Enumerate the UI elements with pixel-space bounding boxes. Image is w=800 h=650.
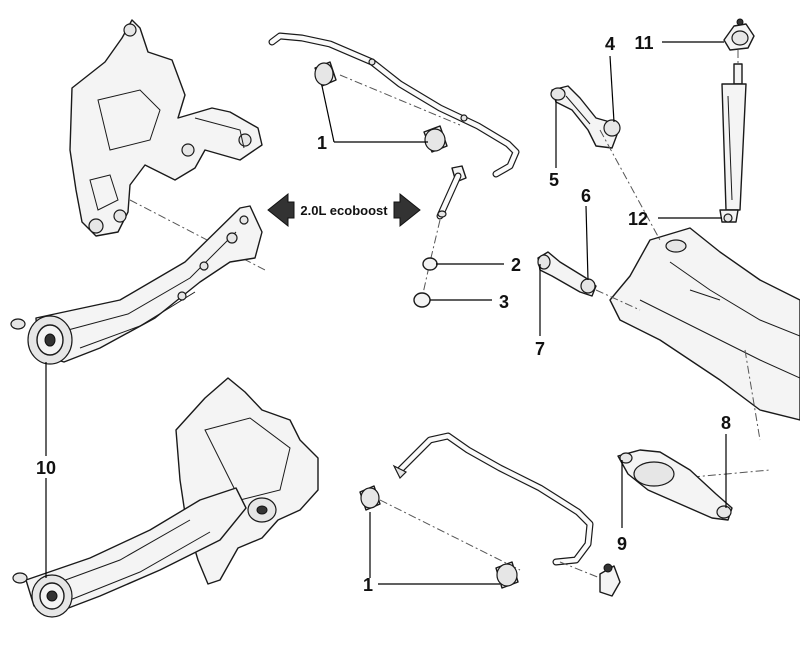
shock-mount-11	[723, 18, 755, 51]
lower-control-arm-6	[537, 251, 597, 297]
callout-7: 7	[535, 339, 545, 359]
callout-1-upper: 1	[317, 133, 327, 153]
engine-variant-note: 2.0L ecoboost	[267, 192, 421, 228]
callout-2: 2	[511, 255, 521, 275]
bush-1-upper-left	[314, 61, 337, 87]
bush-1-lower-right	[495, 561, 519, 589]
upper-control-arm	[550, 85, 621, 149]
bush-1-lower-left	[359, 485, 381, 511]
callout-4: 4	[605, 34, 615, 54]
engine-note-label: 2.0L ecoboost	[300, 203, 388, 218]
shock-absorber-12	[719, 50, 747, 223]
knuckle-lower-assembly	[12, 377, 319, 618]
bush-2	[422, 257, 438, 271]
ball-joint-9	[599, 563, 621, 597]
callout-11: 11	[634, 33, 653, 53]
callout-9: 9	[617, 534, 627, 554]
lower-spring-arm-8	[617, 449, 733, 521]
callout-5: 5	[549, 170, 559, 190]
rear-subframe	[595, 129, 800, 481]
left-arrow-icon	[267, 192, 295, 228]
callout-8: 8	[721, 413, 731, 433]
stabilizer-link	[421, 165, 467, 299]
callout-1-lower: 1	[363, 575, 373, 595]
leader-lines	[45, 41, 727, 585]
callout-6: 6	[581, 186, 591, 206]
callout-numbers: 1 2 3 4 5 6 7 8 9 10 11 12 1	[36, 33, 731, 595]
knuckle-upper	[69, 19, 266, 271]
stabilizer-bar-lower	[379, 432, 601, 579]
stabilizer-bar-upper	[268, 32, 520, 178]
callout-12: 12	[628, 209, 648, 229]
bush-1-upper-right	[423, 125, 448, 153]
bush-3	[413, 292, 431, 308]
trailing-arm-upper	[10, 205, 263, 365]
callout-10: 10	[36, 458, 56, 478]
right-arrow-icon	[393, 192, 421, 228]
callout-3: 3	[499, 292, 509, 312]
